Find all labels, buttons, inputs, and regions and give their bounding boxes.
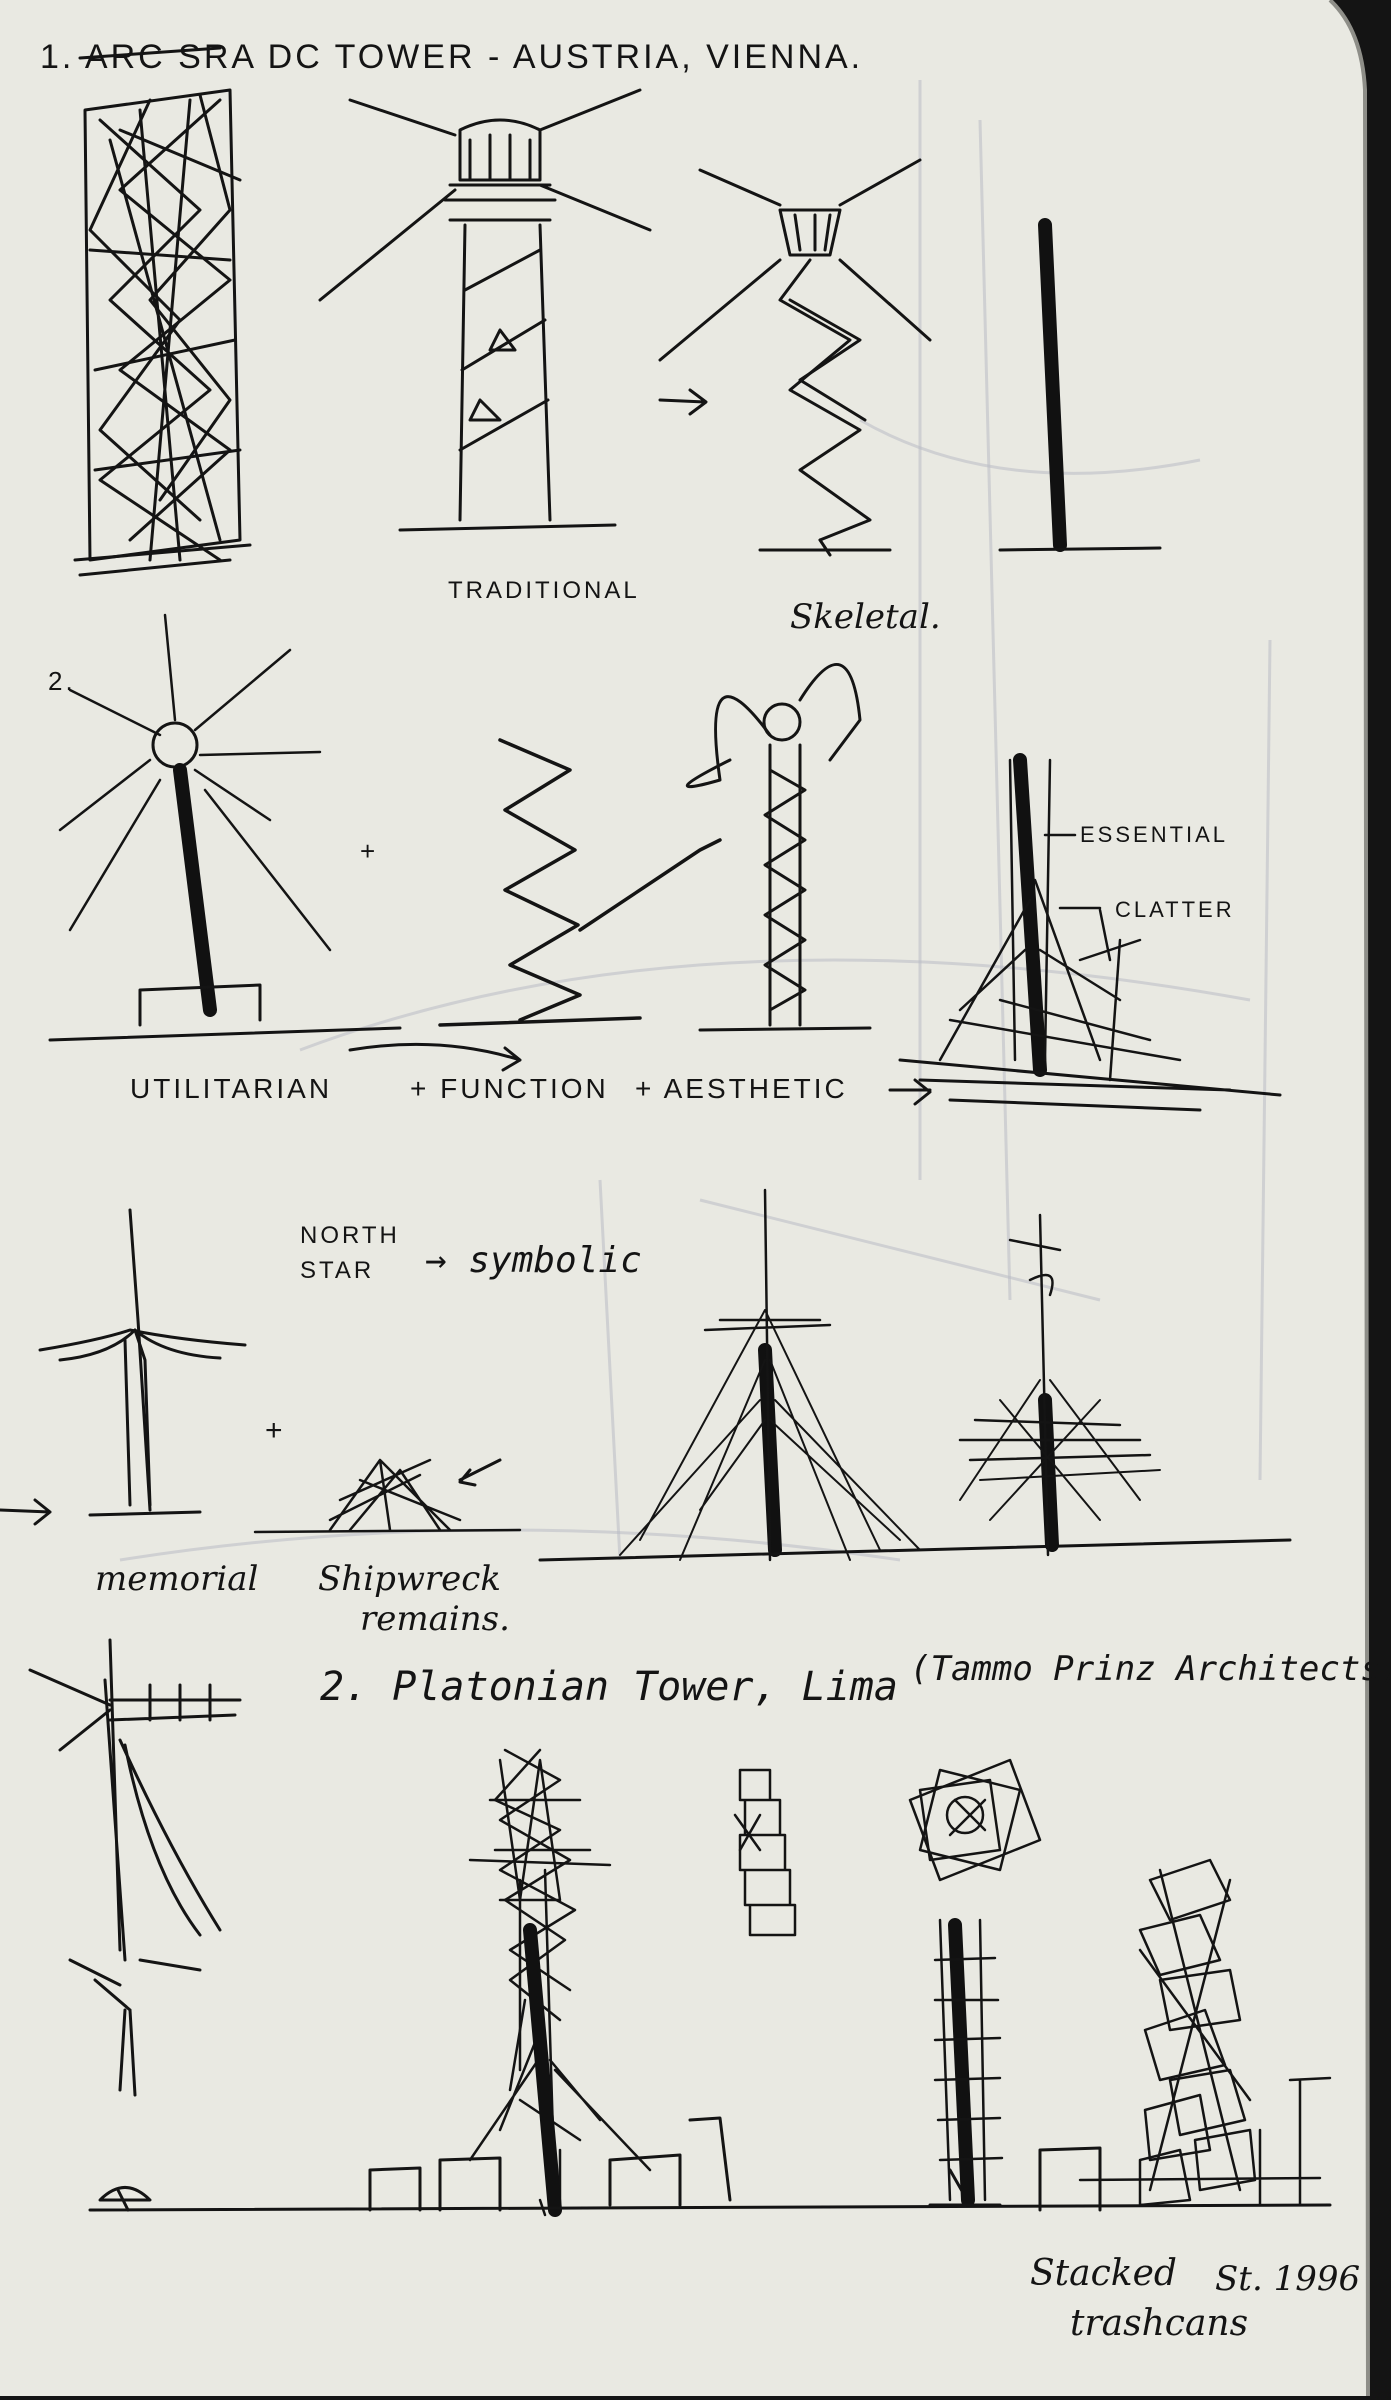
dc-tower-sketch — [73, 88, 252, 577]
function-zigzag-sketch — [438, 738, 722, 1027]
traditional-lighthouse-sketch — [318, 88, 652, 532]
label-architects: (Tammo Prinz Architects) — [910, 1649, 1391, 1689]
stacked-trashcans-sketch — [1078, 1858, 1332, 2207]
arrow-utilitarian-function — [348, 1042, 522, 1072]
plus-sign: + — [360, 836, 378, 866]
title-dc-tower: 1. ARC SRA DC TOWER - AUSTRIA, VIENNA. — [40, 38, 863, 76]
label-function: + FUNCTION — [410, 1073, 609, 1104]
label-star: STAR — [300, 1257, 374, 1284]
label-stacked: Stacked — [1030, 2253, 1177, 2294]
essential-clatter-sketch — [888, 753, 1282, 1112]
label-north: NORTH — [300, 1222, 400, 1249]
symbolic-tower-tall-sketch — [538, 1188, 1292, 1562]
skeletal-tower-sketch — [658, 158, 932, 557]
label-memorial: memorial — [95, 1559, 258, 1599]
label-symbolic: → symbolic — [425, 1240, 642, 1281]
tall-frame-tower-sketch — [28, 1638, 242, 2212]
show-through-marks — [119, 80, 1272, 1562]
label-skeletal: Skeletal. — [790, 597, 941, 637]
utilitarian-tower-sketch — [48, 613, 402, 1042]
minimal-tower-sketch — [998, 218, 1162, 552]
title-platonian-tower: 2. Platonian Tower, Lima — [320, 1664, 898, 1710]
label-aesthetic: + AESTHETIC — [635, 1073, 848, 1104]
label-shipwreck: Shipwreck — [318, 1559, 501, 1599]
label-traditional: TRADITIONAL — [448, 577, 640, 604]
label-trashcans: trashcans — [1070, 2303, 1248, 2344]
plus-sign-2: + — [265, 1414, 286, 1447]
plan-view-sketch — [908, 1758, 1042, 1882]
label-reference: St. 1996 — [1215, 2259, 1360, 2299]
platonian-tower-sketch — [468, 1748, 652, 2217]
platonian-core — [523, 1923, 562, 2217]
small-stacked-boxes-sketch — [733, 1768, 797, 1937]
label-remains: remains. — [360, 1599, 510, 1639]
label-num-2: 2. — [48, 666, 76, 696]
shipwreck-sketch — [253, 1458, 522, 1534]
arrow-to-skeletal — [658, 388, 708, 416]
strike-through — [78, 46, 222, 60]
page-edge — [1328, 0, 1370, 2397]
symbolic-tower-crossed-sketch — [958, 1213, 1161, 1557]
memorial-cross-sketch — [0, 1208, 247, 1526]
label-essential: ESSENTIAL — [1080, 822, 1228, 847]
label-utilitarian: UTILITARIAN — [130, 1073, 332, 1104]
thin-ladder-tower-sketch — [928, 1918, 1004, 2207]
label-clatter: CLATTER — [1115, 897, 1235, 922]
aesthetic-tower-sketch — [685, 663, 872, 1032]
